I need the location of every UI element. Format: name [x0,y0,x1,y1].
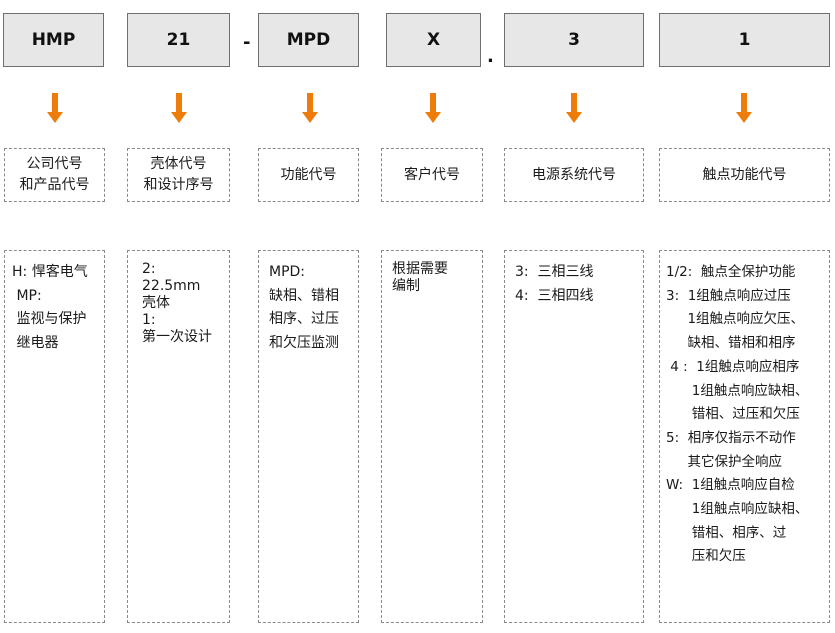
description-line: 2: [142,261,156,277]
arrow-down-icon [302,93,318,123]
arrow-down-icon [736,93,752,123]
description-line: 第一次设计 [142,329,212,345]
description-line: 1组触点响应缺相、 [666,382,809,399]
code-box-power-system: 3 [504,13,644,67]
separator-dash: - [243,32,251,53]
description-line: MPD: [269,264,306,280]
label-contact-function-code: 触点功能代号 [659,148,830,202]
description-line: 壳体 [142,295,170,311]
description-line: 缺相、错相 [269,287,339,304]
description-power-system: 3: 三相三线 4: 三相四线 [504,250,644,623]
description-line: 错相、过压和欠压 [666,406,800,423]
code-box-company: HMP [3,13,104,67]
arrow-down-icon [425,93,441,123]
description-function: MPD: 缺相、错相 相序、过压 和欠压监测 [258,250,359,623]
description-line: 和欠压监测 [269,335,339,352]
description-line: 4: 三相四线 [515,287,594,304]
description-line: 4 : 1组触点响应相序 [666,358,800,375]
description-line: 根据需要 [392,261,448,277]
description-line: 1组触点响应欠压、 [666,311,805,328]
description-line: H: 悍客电气 [12,264,88,280]
description-line: 继电器 [12,335,59,352]
description-line: 1/2: 触点全保护功能 [666,264,796,280]
description-company-product: H: 悍客电气 MP: 监视与保护 继电器 [4,250,105,623]
description-line: 错相、相序、过 [666,524,787,541]
label-function-code: 功能代号 [258,148,359,202]
code-box-contact-function: 1 [659,13,830,67]
description-line: 3: 三相三线 [515,264,594,280]
description-line: 1组触点响应缺相、 [666,501,809,518]
description-line: W: 1组触点响应自检 [666,477,795,494]
description-line: 5: 相序仅指示不动作 [666,429,796,446]
code-box-housing: 21 [127,13,230,67]
description-customer: 根据需要 编制 [381,250,483,623]
arrow-down-icon [47,93,63,123]
description-contact-function: 1/2: 触点全保护功能 3: 1组触点响应过压 1组触点响应欠压、 缺相、错相… [659,250,830,623]
description-line: 1: [142,312,156,328]
description-line: 压和欠压 [666,548,746,565]
description-line: 监视与保护 [12,311,87,328]
label-customer-code: 客户代号 [381,148,483,202]
code-box-function: MPD [258,13,359,67]
description-line: 缺相、错相和相序 [666,335,796,352]
description-line: 3: 1组触点响应过压 [666,287,791,304]
description-housing-design: 2: 22.5mm 壳体 1: 第一次设计 [127,250,230,623]
label-company-product-code: 公司代号 和产品代号 [4,148,105,202]
separator-dot: . [487,46,494,67]
description-line: MP: [12,287,42,304]
code-box-customer: X [386,13,481,67]
label-housing-design-code: 壳体代号 和设计序号 [127,148,230,202]
description-line: 22.5mm [142,278,201,294]
arrow-down-icon [171,93,187,123]
label-power-system-code: 电源系统代号 [504,148,644,202]
description-line: 其它保护全响应 [666,453,782,470]
arrow-down-icon [566,93,582,123]
description-line: 编制 [392,278,420,294]
description-line: 相序、过压 [269,311,339,328]
